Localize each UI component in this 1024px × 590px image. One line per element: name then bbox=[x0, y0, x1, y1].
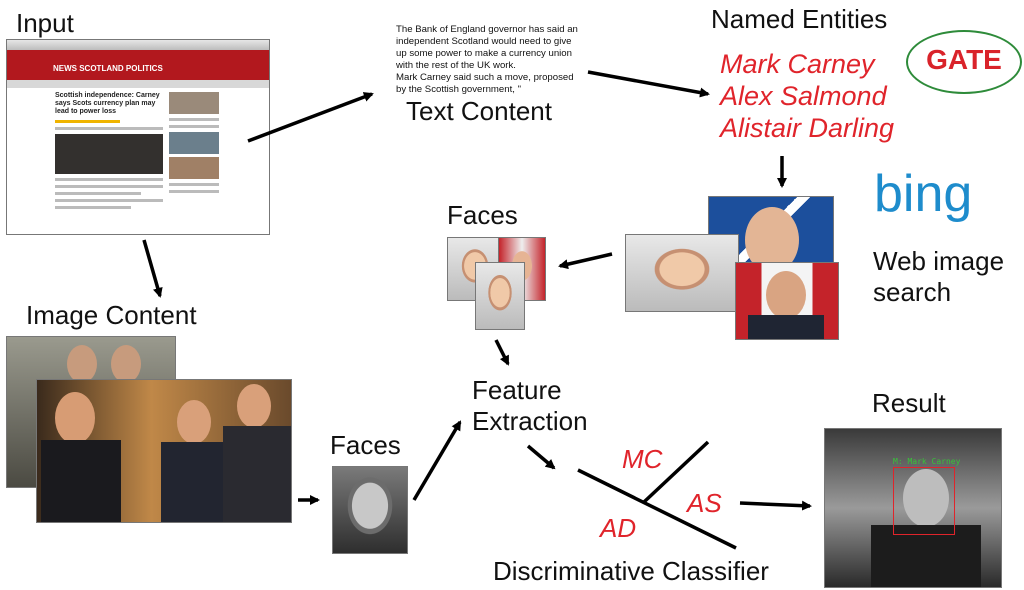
sidebar-column bbox=[169, 92, 219, 197]
web-photo-carney bbox=[735, 262, 839, 340]
classifier-label-ad: AD bbox=[600, 513, 637, 543]
image-content-label: Image Content bbox=[26, 300, 197, 330]
classifier-line-main bbox=[577, 468, 737, 550]
web-photo-darling bbox=[625, 234, 739, 312]
entity-item: Alex Salmond bbox=[720, 81, 887, 111]
named-entities-label: Named Entities bbox=[711, 4, 888, 34]
input-label: Input bbox=[16, 8, 74, 38]
classifier-line-branch bbox=[642, 440, 710, 504]
text-content-label: Text Content bbox=[406, 96, 552, 126]
face-thumb-salmond bbox=[475, 262, 525, 330]
entity-item: Mark Carney bbox=[720, 49, 875, 79]
article-column: Scottish independence: Carney says Scots… bbox=[55, 92, 163, 213]
result-label: Result bbox=[872, 388, 946, 418]
gate-logo: GATE bbox=[906, 30, 1022, 94]
input-webpage-thumbnail: NEWS SCOTLAND POLITICS Scottish independ… bbox=[6, 39, 270, 235]
entity-item: Alistair Darling bbox=[720, 113, 895, 143]
result-photo: M: Mark Carney bbox=[824, 428, 1002, 588]
bing-logo: bing bbox=[874, 165, 973, 223]
face-detection-box bbox=[893, 467, 955, 535]
arrow-feature-to-classifier bbox=[526, 444, 556, 470]
faces-top-label: Faces bbox=[447, 200, 518, 230]
article-photo bbox=[55, 134, 163, 174]
classifier-label-mc: MC bbox=[622, 444, 663, 474]
face-crop-grayscale bbox=[332, 466, 408, 554]
feature-extraction-label: Feature Extraction bbox=[472, 375, 588, 436]
web-image-search-label: Web image search bbox=[873, 246, 1005, 307]
site-nav bbox=[7, 80, 269, 88]
entity-list: Mark Carney Alex Salmond Alistair Darlin… bbox=[720, 48, 894, 144]
arrow-search-to-faces bbox=[558, 252, 613, 270]
faces-bottom-label: Faces bbox=[330, 430, 401, 460]
image-content-photo-front bbox=[36, 379, 292, 523]
text-snippet: The Bank of England governor has said an… bbox=[396, 24, 578, 95]
gate-logo-text: GATE bbox=[926, 44, 1002, 75]
site-name: NEWS SCOTLAND POLITICS bbox=[53, 64, 163, 73]
arrow-faces-to-feature bbox=[494, 339, 510, 366]
arrow-input-to-text bbox=[247, 92, 374, 143]
bbc-header: NEWS SCOTLAND POLITICS bbox=[7, 50, 269, 80]
article-headline: Scottish independence: Carney says Scots… bbox=[55, 92, 160, 115]
arrow-text-to-entities bbox=[587, 70, 710, 98]
classifier-label-as: AS bbox=[687, 488, 722, 518]
arrow-classifier-to-result bbox=[739, 500, 812, 511]
discriminative-classifier-label: Discriminative Classifier bbox=[493, 556, 769, 586]
result-overlay-text: M: Mark Carney bbox=[893, 457, 961, 466]
browser-toolbar bbox=[7, 40, 269, 50]
arrow-input-to-image bbox=[142, 239, 163, 298]
arrow-face-to-feature bbox=[412, 420, 462, 501]
